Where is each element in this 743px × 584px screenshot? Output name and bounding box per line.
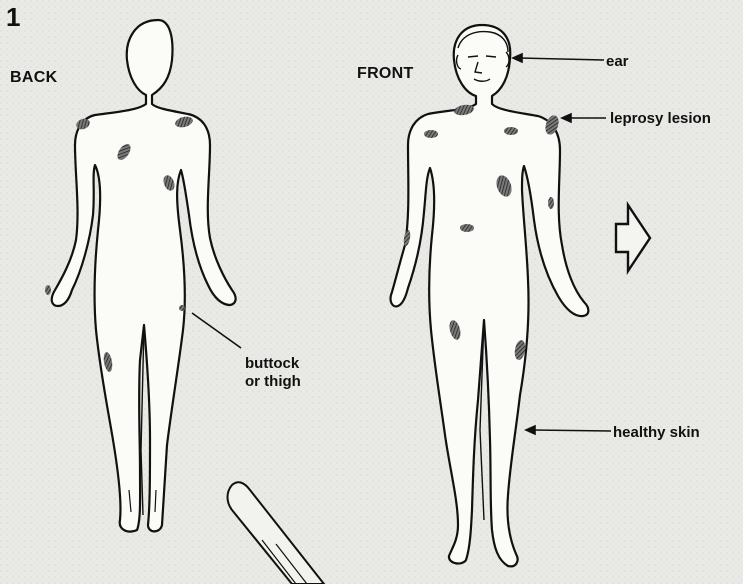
ear-callout-label: ear	[606, 54, 629, 69]
back-view-label: BACK	[10, 70, 57, 86]
buttock-callout-line1: buttock	[245, 355, 301, 373]
buttock-callout-line2: or thigh	[245, 373, 301, 391]
buttock-callout-label: buttock or thigh	[245, 355, 301, 391]
healthy-skin-callout-label: healthy skin	[613, 425, 700, 440]
leprosy-lesion-callout-label: leprosy lesion	[610, 111, 711, 126]
front-view-label: FRONT	[357, 66, 414, 82]
step-number: 1	[6, 4, 20, 30]
